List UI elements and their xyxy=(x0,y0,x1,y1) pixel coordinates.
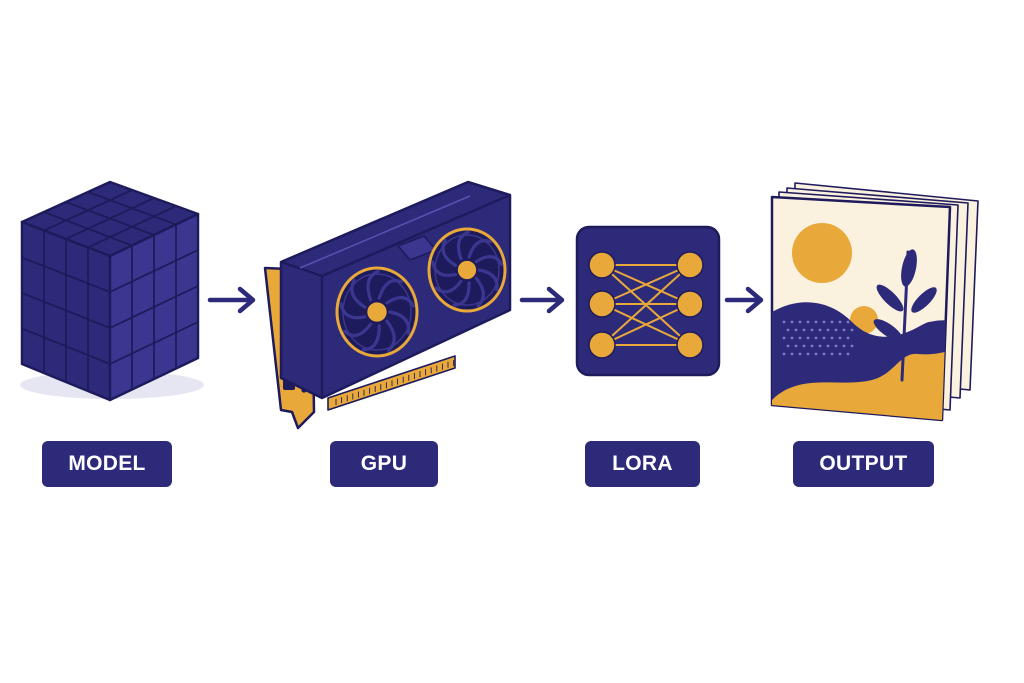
stage-label-gpu: GPU xyxy=(330,441,438,487)
plant-icon xyxy=(873,249,937,382)
stage-label-lora: LORA xyxy=(585,441,700,487)
stage-label-model: MODEL xyxy=(42,441,172,487)
arrow-right-icon xyxy=(724,286,764,314)
fan-right-icon xyxy=(427,227,507,313)
stage-label-output: OUTPUT xyxy=(793,441,934,487)
image-stack-icon xyxy=(770,182,979,422)
neural-network-icon xyxy=(575,225,721,377)
arrow-right-icon xyxy=(519,286,565,314)
arrow-right-icon xyxy=(207,286,256,314)
graphics-card-icon xyxy=(263,180,512,430)
fan-left-icon xyxy=(335,266,419,358)
cube-grid-icon xyxy=(20,180,204,402)
